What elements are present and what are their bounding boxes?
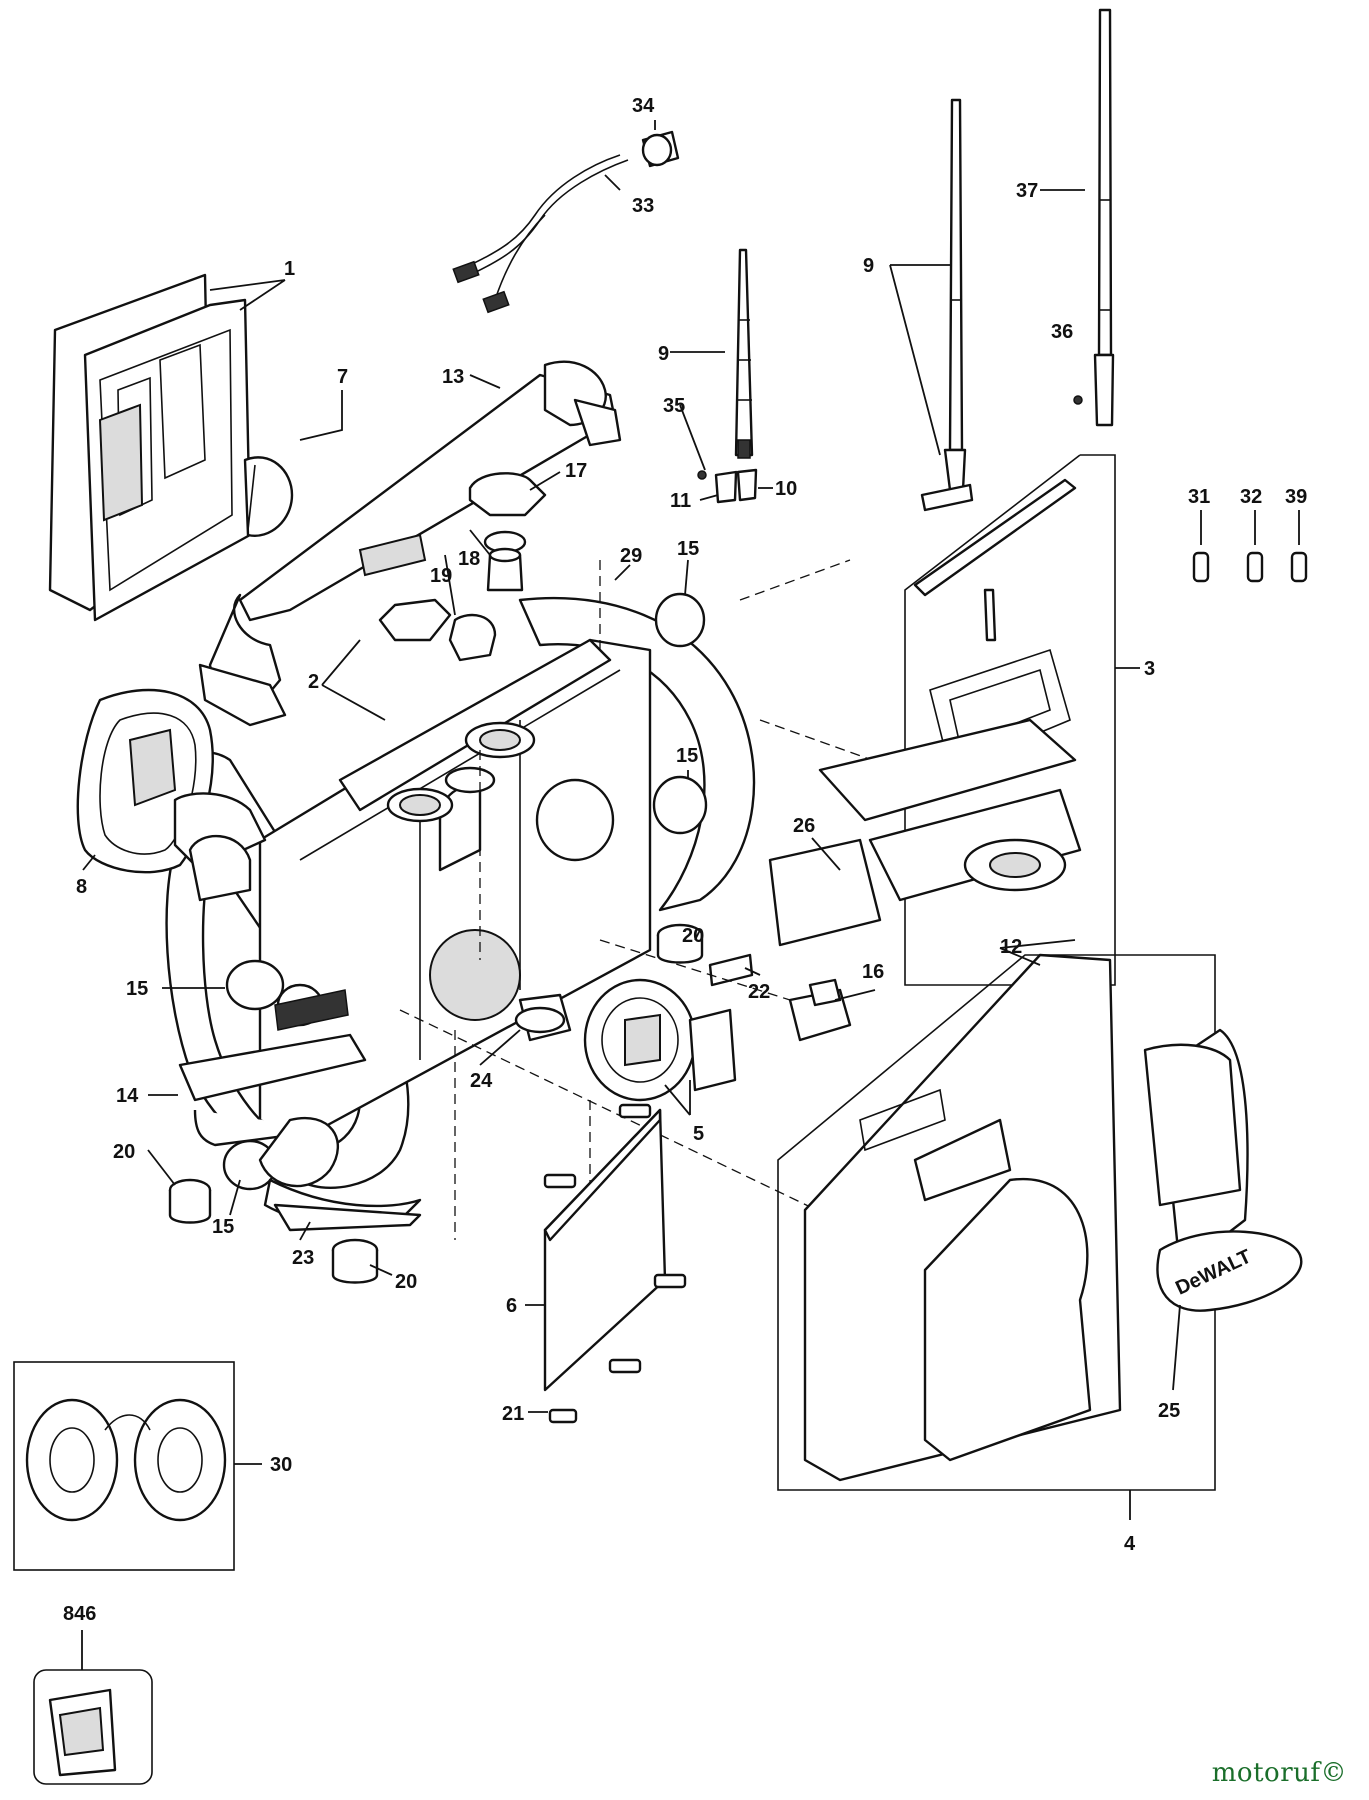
leader-7: [299, 390, 343, 441]
callout-15-top: 15: [677, 538, 699, 560]
callout-29: 29: [620, 545, 642, 567]
callout-17: 17: [565, 460, 587, 482]
callout-9-right: 9: [863, 255, 874, 277]
leader-26: [811, 837, 841, 871]
callout-23: 23: [292, 1247, 314, 1269]
callout-14: 14: [116, 1085, 139, 1107]
part-37-antenna: [1073, 8, 1115, 427]
callout-21: 21: [502, 1403, 524, 1425]
part-30-speakers: [13, 1361, 235, 1571]
callout-13: 13: [442, 366, 464, 388]
part-26-board: [768, 838, 882, 947]
callout-6: 6: [506, 1295, 517, 1317]
callout-16: 16: [862, 961, 884, 983]
part-6-battery-pack: [543, 1103, 687, 1424]
callout-1: 1: [284, 258, 295, 280]
callout-22: 22: [748, 981, 770, 1003]
callout-11: 11: [670, 490, 691, 512]
callout-31: 31: [1188, 486, 1210, 508]
leader-lines: [82, 120, 1181, 1391]
part-13-handle: [198, 360, 622, 727]
callout-7: 7: [337, 366, 348, 388]
callout-4: 4: [1124, 1533, 1136, 1555]
part-9-short-antenna: [734, 248, 754, 459]
callout-15-right: 15: [676, 745, 698, 767]
part-9-long-antenna: [920, 98, 974, 512]
callout-36: 36: [1051, 321, 1073, 343]
callout-26: 26: [793, 815, 815, 837]
part-10-11-clips: [697, 468, 758, 504]
callout-5: 5: [693, 1123, 704, 1145]
leader-31-32-39: [1200, 510, 1300, 545]
callout-24: 24: [470, 1070, 493, 1092]
callout-19: 19: [430, 565, 452, 587]
main-housing: [76, 472, 756, 1284]
callout-846: 846: [63, 1603, 96, 1625]
callout-labels: 34 33 1 7 13 9 35 11 10 17 18 19 29 15 2…: [63, 95, 1307, 1625]
part-3-circuit-board-assembly: [818, 454, 1116, 986]
callout-20-bottom: 20: [395, 1271, 417, 1293]
callout-2: 2: [308, 671, 319, 693]
callout-34: 34: [632, 95, 655, 117]
watermark: motoruf©: [1212, 1758, 1347, 1788]
callout-32: 32: [1240, 486, 1262, 508]
part-846-bag: [33, 1669, 153, 1785]
part-16-transformer: [788, 978, 852, 1042]
callout-10: 10: [775, 478, 797, 500]
callout-33: 33: [632, 195, 654, 217]
callout-3: 3: [1144, 658, 1155, 680]
watermark-suffix: ©: [1320, 1758, 1347, 1788]
leader-1: [209, 279, 286, 311]
part-1-rear-door: [48, 273, 294, 622]
part-4-front-panel-assembly: DeWALT: [777, 953, 1303, 1491]
callout-35: 35: [663, 395, 685, 417]
callout-12: 12: [1000, 936, 1022, 958]
callout-15-left: 15: [126, 978, 148, 1000]
leader-12: [999, 939, 1076, 966]
part-33-cable: [452, 154, 629, 314]
part-34-grommet: [641, 130, 680, 168]
leader-9-right: [889, 264, 950, 456]
callout-20-left: 20: [113, 1141, 135, 1163]
part-31-32-39-pins: [1192, 551, 1308, 583]
callout-8: 8: [76, 876, 87, 898]
callout-37: 37: [1016, 180, 1038, 202]
callout-18: 18: [458, 548, 480, 570]
callout-39: 39: [1285, 486, 1307, 508]
callout-25: 25: [1158, 1400, 1180, 1422]
callout-30: 30: [270, 1454, 292, 1476]
watermark-text: motoruf: [1211, 1758, 1321, 1788]
callout-20-right: 20: [682, 925, 704, 947]
callout-9-left: 9: [658, 343, 669, 365]
callout-15-bottom: 15: [212, 1216, 234, 1238]
